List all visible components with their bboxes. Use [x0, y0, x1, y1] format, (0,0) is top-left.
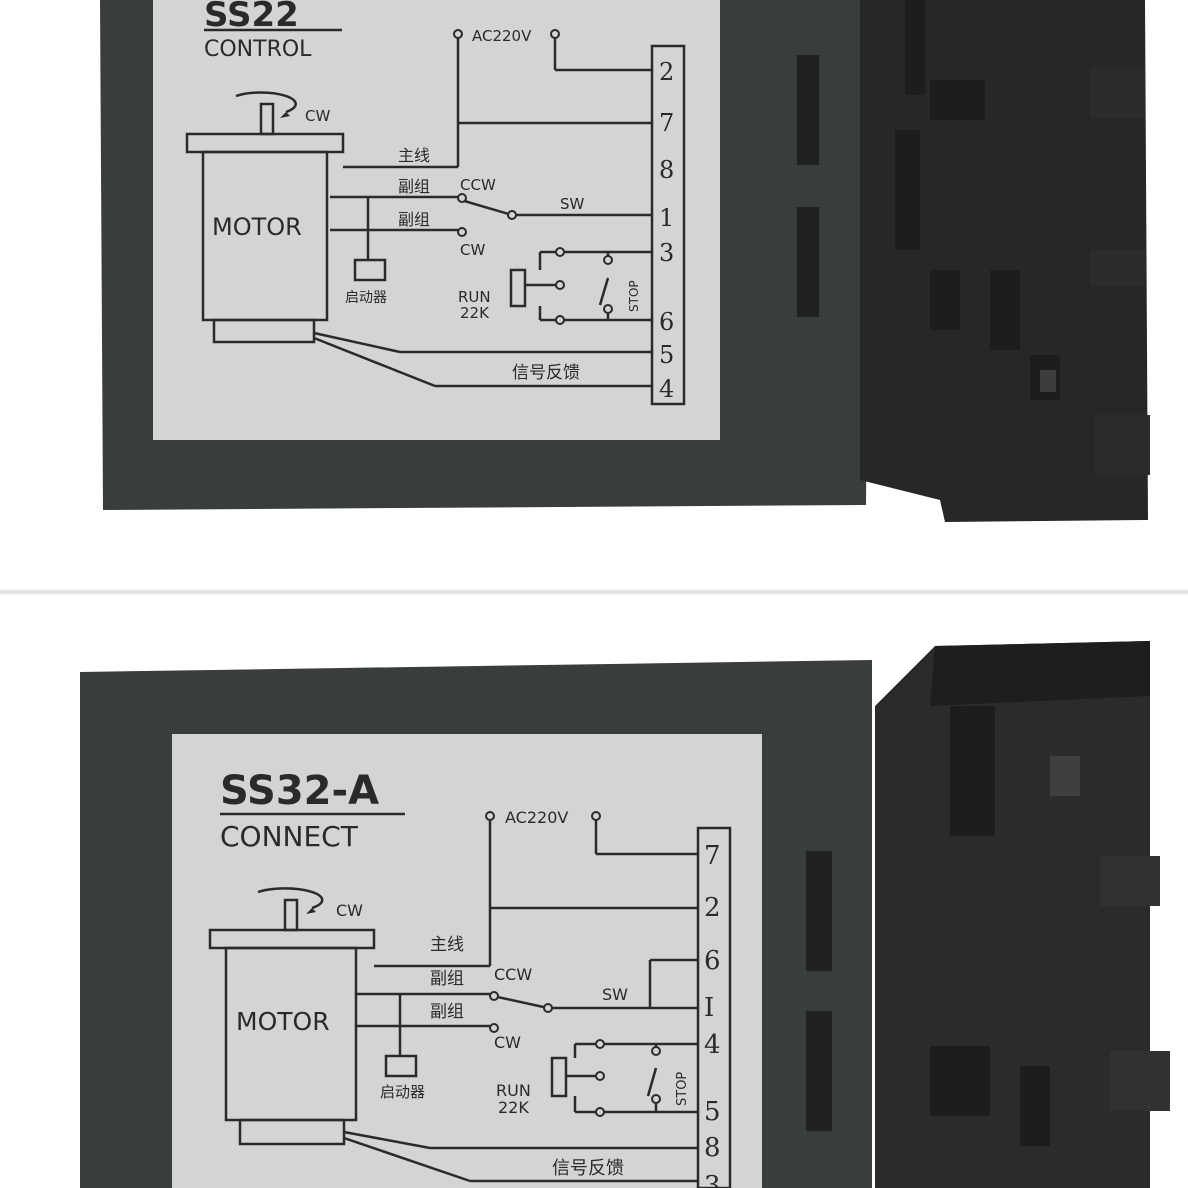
model-title: SS32-A [220, 768, 379, 814]
sub-wire-2-label: 副组 [398, 210, 430, 229]
model-title: SS22 [204, 0, 299, 35]
stop-label: STOP [675, 1072, 690, 1106]
sub-wire-1-label: 副组 [398, 177, 430, 196]
rotation-label: CW [336, 901, 363, 920]
terminal-label: 3 [659, 239, 674, 267]
model-subtitle: CONTROL [204, 37, 312, 62]
terminal-label: 8 [659, 156, 674, 184]
terminal-label: 4 [704, 1030, 721, 1060]
cw-label: CW [460, 241, 485, 259]
housing-slot [797, 55, 819, 165]
feedback-label: 信号反馈 [552, 1158, 624, 1179]
starter-label: 启动器 [345, 290, 387, 306]
run-label: RUN [496, 1081, 531, 1100]
housing-slot [806, 851, 832, 971]
sw-label: SW [602, 985, 628, 1004]
pot-label: 22K [498, 1098, 529, 1117]
terminal-label: 5 [659, 341, 674, 369]
terminal-label: 2 [659, 58, 674, 86]
motor-label: MOTOR [236, 1007, 330, 1036]
image-divider [0, 588, 1188, 596]
terminal-label: 8 [704, 1133, 721, 1163]
sub-wire-2-label: 副组 [430, 1002, 464, 1022]
terminal-label: 1 [659, 204, 674, 232]
power-label: AC220V [472, 27, 532, 45]
sub-wire-1-label: 副组 [430, 969, 464, 989]
run-label: RUN [458, 288, 491, 306]
ccw-label: CCW [460, 176, 496, 194]
top-controller-photo: SS22 CONTROL AC220V CW MOTOR 主线 副组 副组 CC… [0, 0, 1188, 588]
housing-slot [806, 1011, 832, 1131]
socket-base [875, 641, 1170, 1188]
sw-label: SW [560, 195, 585, 213]
power-label: AC220V [505, 808, 568, 827]
terminal-label: 7 [659, 109, 674, 137]
starter-label: 启动器 [380, 1083, 425, 1101]
terminal-label: 6 [659, 308, 674, 336]
label-plate [153, 0, 720, 440]
housing-slot [797, 207, 819, 317]
terminal-label: 3 [704, 1171, 721, 1188]
motor-label: MOTOR [212, 213, 302, 241]
terminal-label: 7 [704, 841, 721, 871]
terminal-label: 2 [704, 893, 721, 923]
main-wire-label: 主线 [398, 146, 430, 165]
socket-base [860, 0, 1150, 522]
model-subtitle: CONNECT [220, 820, 359, 853]
cw-label: CW [494, 1033, 521, 1052]
terminal-label: I [704, 993, 714, 1023]
terminal-label: 5 [704, 1097, 721, 1127]
feedback-label: 信号反馈 [512, 363, 580, 383]
main-wire-label: 主线 [430, 935, 464, 955]
terminal-label: 6 [704, 946, 721, 976]
bottom-controller-photo: SS32-A CONNECT AC220V CW MOTOR 主线 副组 副组 … [0, 596, 1188, 1188]
ccw-label: CCW [494, 965, 532, 984]
stop-label: STOP [627, 280, 641, 312]
terminal-label: 4 [659, 375, 674, 403]
pot-label: 22K [460, 304, 490, 322]
rotation-label: CW [305, 107, 330, 125]
